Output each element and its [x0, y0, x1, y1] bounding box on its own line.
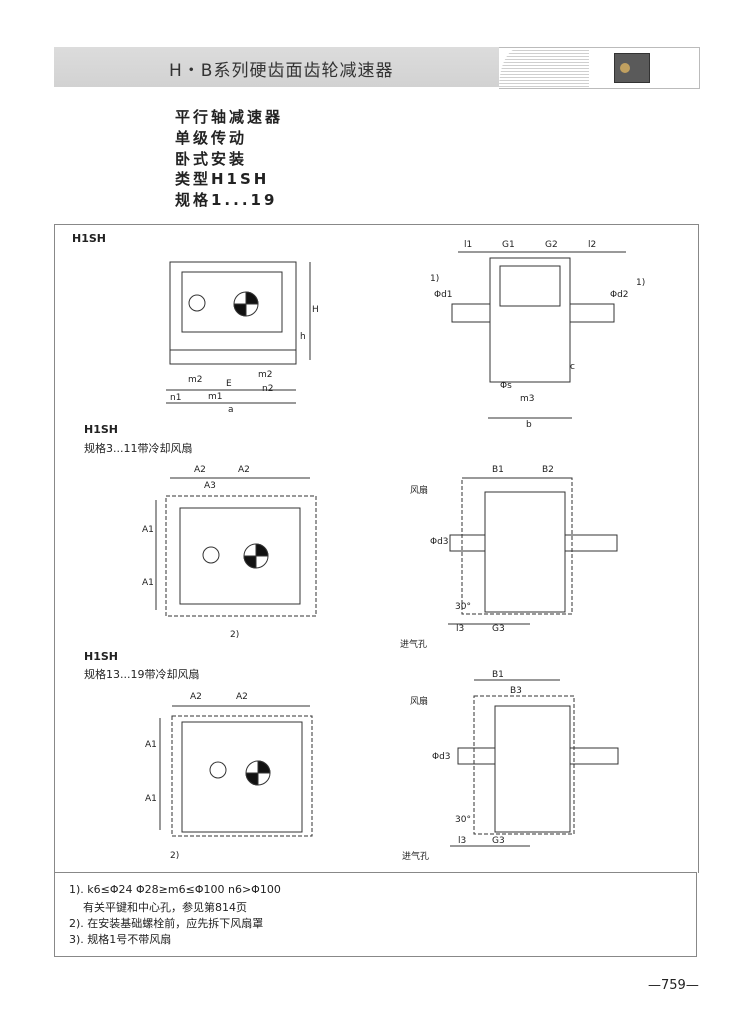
dim-label: n2 — [262, 384, 274, 394]
header-title: H・B系列硬齿面齿轮减速器 — [169, 61, 394, 81]
fan-label: 风扇 — [410, 697, 429, 707]
section1-title: H1SH — [72, 232, 106, 245]
section3-title: H1SH — [84, 650, 118, 663]
angle-label: 30° — [455, 602, 471, 612]
dim-label: c — [570, 362, 575, 372]
subtitle-line: 平行轴减速器 — [175, 108, 284, 126]
dim-label: B1 — [492, 670, 504, 680]
header-stripes — [499, 47, 700, 89]
subtitle-line: 卧式安装 — [175, 150, 248, 168]
drawing-fan-3-11-front — [155, 477, 317, 617]
subtitle-line: 规格1...19 — [175, 191, 278, 209]
dim-label: b — [526, 420, 532, 430]
reducer-product-image — [614, 53, 650, 83]
dim-label: A1 — [145, 794, 157, 804]
dim-label: A2 — [194, 465, 206, 475]
dim-label: h — [300, 332, 306, 342]
dim-label: A2 — [236, 692, 248, 702]
note-ref: 1) — [430, 274, 440, 284]
dim-label: A2 — [190, 692, 202, 702]
air-inlet-label: 进气孔 — [402, 852, 430, 862]
angle-label: 30° — [455, 815, 471, 825]
note-ref: 2) — [230, 630, 240, 640]
note-1: 1). k6≤Φ24 Φ28≥m6≤Φ100 n6>Φ100 — [69, 883, 281, 896]
dim-label: n1 — [170, 393, 182, 403]
drawing-h1sh-front — [166, 261, 311, 404]
dim-label: Φd3 — [430, 537, 449, 547]
dim-label: H — [312, 305, 319, 315]
dim-label: m2 — [188, 375, 203, 385]
drawing-frame — [54, 224, 699, 873]
dim-label: G3 — [492, 624, 505, 634]
dim-label: m2 — [258, 370, 273, 380]
dim-label: B1 — [492, 465, 504, 475]
note-ref: 2) — [170, 851, 180, 861]
dim-label: l3 — [456, 624, 465, 634]
dim-label: A3 — [204, 481, 216, 491]
dim-label: E — [226, 379, 232, 389]
dim-label: G3 — [492, 836, 505, 846]
dim-label: A1 — [142, 525, 154, 535]
drawing-fan-13-19-side — [450, 679, 619, 847]
dim-label: Φs — [500, 381, 512, 391]
dim-label: l2 — [588, 240, 597, 250]
dim-label: A1 — [145, 740, 157, 750]
section2-title: H1SH — [84, 423, 118, 436]
note-3: 3). 规格1号不带风扇 — [69, 933, 172, 946]
section3-spec: 规格13...19带冷却风扇 — [84, 668, 200, 681]
dim-label: m1 — [208, 392, 223, 402]
section2-spec: 规格3...11带冷却风扇 — [84, 442, 193, 455]
air-inlet-label: 进气孔 — [400, 640, 428, 650]
drawing-fan-3-11-side — [448, 477, 618, 625]
page-number: —759— — [648, 978, 699, 993]
dim-label: B3 — [510, 686, 522, 696]
header-band — [54, 47, 504, 87]
page-header: H・B系列硬齿面齿轮减速器 — [54, 47, 700, 89]
subtitle-line: 单级传动 — [175, 129, 248, 147]
note-ref: 1) — [636, 278, 646, 288]
dim-label: Φd1 — [434, 290, 453, 300]
dim-label: G2 — [545, 240, 558, 250]
dim-label: B2 — [542, 465, 554, 475]
dim-label: m3 — [520, 394, 535, 404]
note-2: 2). 在安装基础螺栓前，应先拆下风扇罩 — [69, 917, 264, 930]
subtitle-line: 类型H1SH — [175, 170, 270, 188]
dim-label: l3 — [458, 836, 467, 846]
dim-label: A2 — [238, 465, 250, 475]
note-1-cont: 有关平键和中心孔，参见第814页 — [83, 901, 247, 914]
fan-label: 风扇 — [410, 486, 429, 496]
dim-label: Φd3 — [432, 752, 451, 762]
drawing-fan-13-19-front — [159, 705, 313, 837]
notes-box: 1). k6≤Φ24 Φ28≥m6≤Φ100 n6>Φ100 有关平键和中心孔，… — [54, 872, 697, 957]
dim-label: a — [228, 405, 234, 415]
dim-label: A1 — [142, 578, 154, 588]
dim-label: G1 — [502, 240, 515, 250]
drawing-h1sh-side — [451, 251, 626, 419]
dim-label: l1 — [464, 240, 473, 250]
dim-label: Φd2 — [610, 290, 629, 300]
